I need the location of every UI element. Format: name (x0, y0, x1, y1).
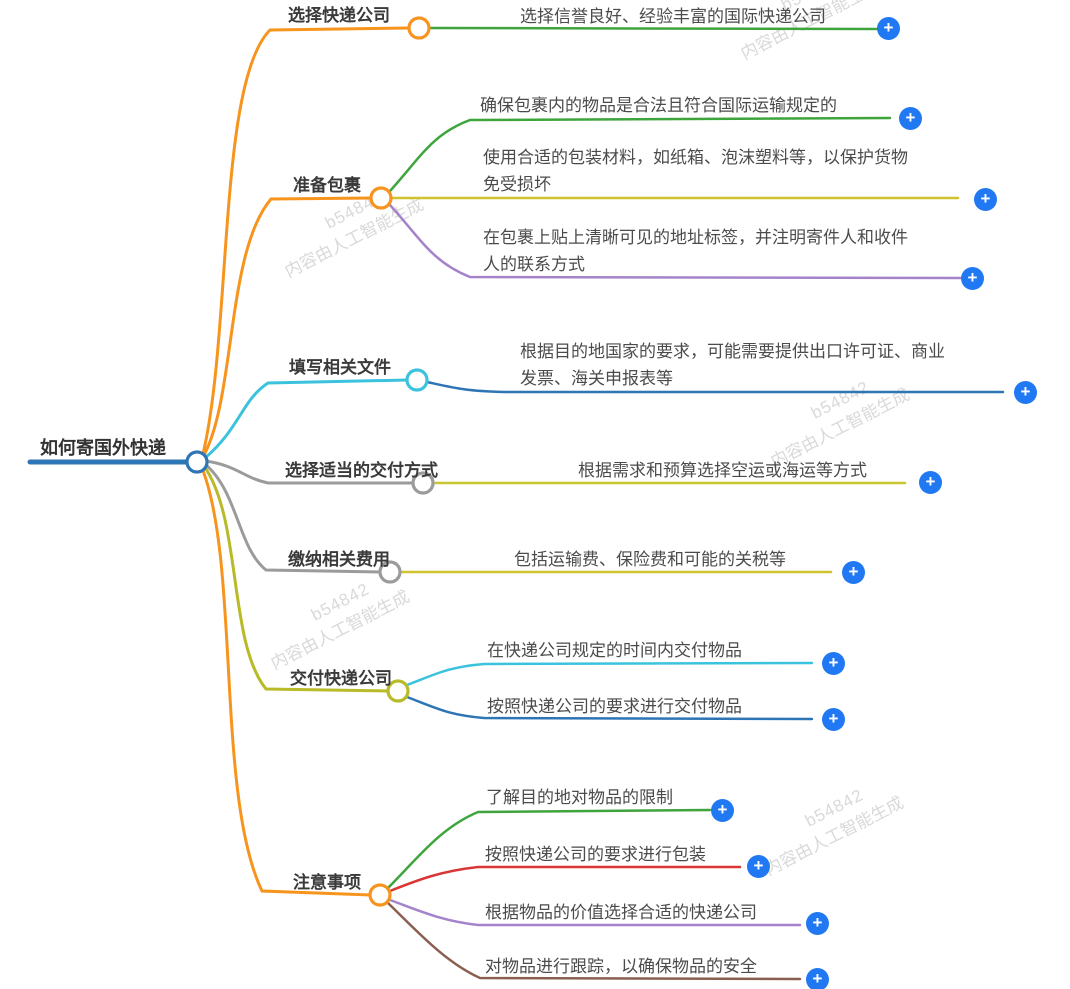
topic-node-handle[interactable] (378, 560, 402, 584)
leaf-node-label[interactable]: 按照快递公司的要求进行交付物品 (487, 697, 742, 716)
plus-icon: + (925, 472, 936, 491)
add-node-button[interactable]: + (919, 471, 942, 494)
add-node-button[interactable]: + (806, 968, 829, 989)
plus-icon: + (883, 18, 894, 37)
plus-icon: + (753, 856, 764, 875)
leaf-node-label[interactable]: 对物品进行跟踪，以确保物品的安全 (485, 957, 757, 976)
topic-label-choose-company[interactable]: 选择快递公司 (288, 6, 390, 25)
leaf-line (386, 901, 802, 981)
plus-icon: + (812, 913, 823, 932)
topic-node-handle[interactable] (407, 16, 431, 40)
leaf-line (386, 808, 712, 890)
plus-icon: + (828, 653, 839, 672)
leaf-node-label[interactable]: 使用合适的包装材料，如纸箱、泡沫塑料等，以保护货物 免受损坏 (483, 148, 908, 194)
topic-label-pay-fees[interactable]: 缴纳相关费用 (288, 550, 390, 569)
add-node-button[interactable]: + (806, 912, 829, 935)
leaf-node-label[interactable]: 在包裹上贴上清晰可见的地址标签，并注明寄件人和收件 人的联系方式 (483, 228, 908, 274)
leaf-node-label[interactable]: 在快递公司规定的时间内交付物品 (487, 641, 742, 660)
add-node-button[interactable]: + (899, 107, 922, 130)
branch-line-fill-documents (203, 378, 410, 460)
leaf-node-label[interactable]: 包括运输费、保险费和可能的关税等 (514, 550, 786, 569)
leaf-line (388, 865, 742, 893)
add-node-button[interactable]: + (711, 799, 734, 822)
branch-line-prepare-package (201, 196, 374, 459)
root-node-label[interactable]: 如何寄国外快递 (40, 438, 166, 458)
topic-node-handle[interactable] (368, 883, 392, 907)
branch-line-choose-company (201, 26, 412, 456)
leaf-node-label[interactable]: 选择信誉良好、经验丰富的国际快递公司 (520, 7, 826, 26)
topic-node-handle[interactable] (405, 368, 429, 392)
leaf-line (425, 380, 1005, 394)
topic-label-handover[interactable]: 交付快递公司 (290, 669, 392, 688)
plus-icon: + (1020, 382, 1031, 401)
add-node-button[interactable]: + (747, 855, 770, 878)
leaf-node-label[interactable]: 了解目的地对物品的限制 (486, 788, 673, 807)
add-node-button[interactable]: + (974, 188, 997, 211)
plus-icon: + (717, 800, 728, 819)
topic-node-handle[interactable] (411, 471, 435, 495)
leaf-node-label[interactable]: 按照快递公司的要求进行包装 (485, 845, 706, 864)
add-node-button[interactable]: + (842, 561, 865, 584)
leaf-node-label[interactable]: 确保包裹内的物品是合法且符合国际运输规定的 (480, 96, 837, 115)
topic-label-fill-documents[interactable]: 填写相关文件 (289, 358, 391, 377)
topic-label-prepare-package[interactable]: 准备包裹 (293, 176, 361, 195)
leaf-line (405, 695, 814, 721)
plus-icon: + (828, 709, 839, 728)
plus-icon: + (980, 189, 991, 208)
branch-line-notes (200, 466, 373, 897)
leaf-line (405, 661, 814, 687)
add-node-button[interactable]: + (961, 267, 984, 290)
plus-icon: + (812, 969, 823, 988)
leaf-line (427, 26, 880, 31)
plus-icon: + (848, 562, 859, 581)
leaf-node-label[interactable]: 根据目的地国家的要求，可能需要提供出口许可证、商业 发票、海关申报表等 (520, 342, 945, 388)
leaf-line (388, 898, 802, 927)
topic-label-notes[interactable]: 注意事项 (293, 873, 361, 892)
branch-line-delivery-method (204, 459, 416, 485)
topic-node-handle[interactable] (386, 679, 410, 703)
leaf-line (388, 116, 892, 193)
add-node-button[interactable]: + (877, 17, 900, 40)
topic-label-delivery-method[interactable]: 选择适当的交付方式 (285, 461, 438, 480)
branch-line-handover (202, 464, 391, 693)
leaf-node-label[interactable]: 根据需求和预算选择空运或海运等方式 (578, 461, 867, 480)
topic-node-handle[interactable] (369, 186, 393, 210)
add-node-button[interactable]: + (1014, 381, 1037, 404)
plus-icon: + (905, 108, 916, 127)
add-node-button[interactable]: + (822, 708, 845, 731)
plus-icon: + (967, 268, 978, 287)
branch-line-pay-fees (203, 462, 383, 574)
leaf-node-label[interactable]: 根据物品的价值选择合适的快递公司 (485, 903, 757, 922)
root-node-handle[interactable] (185, 450, 209, 474)
add-node-button[interactable]: + (822, 652, 845, 675)
leaf-line (388, 203, 964, 280)
